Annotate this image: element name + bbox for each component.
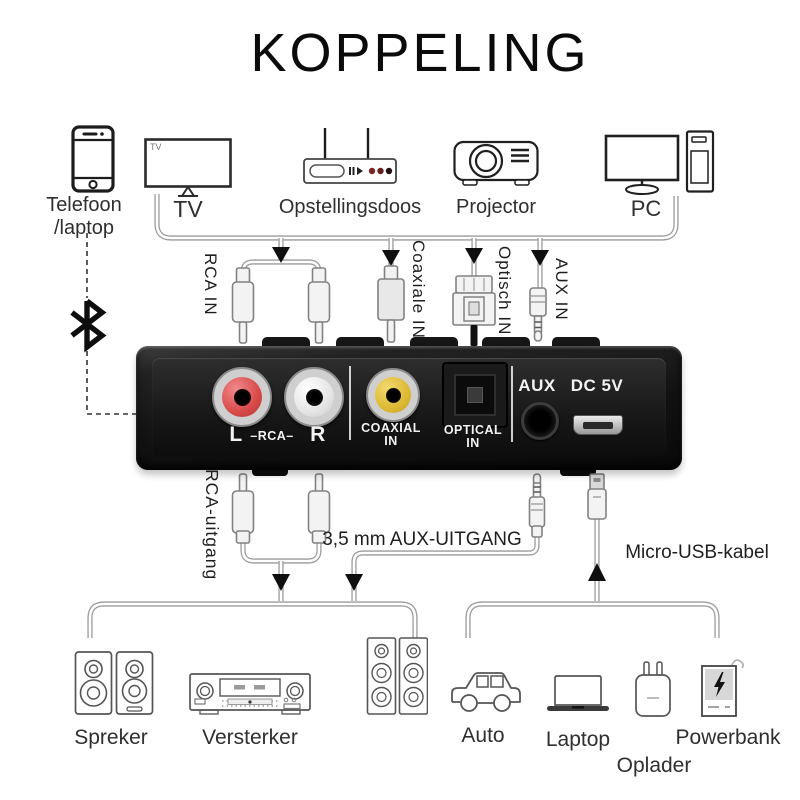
- down-arrow-icon: [272, 247, 290, 263]
- bluetooth-link: [70, 233, 137, 415]
- amplifier-icon: [188, 666, 312, 721]
- aux-input-cable: [529, 238, 549, 342]
- aux-port-text: AUX: [518, 376, 556, 395]
- speakers-label: Spreker: [74, 726, 148, 749]
- rca-left-text: L: [229, 423, 243, 446]
- tv-screen-text: TV: [150, 142, 162, 152]
- tower-speakers-icon: [366, 636, 429, 721]
- optical-port: [442, 362, 508, 428]
- coaxial-input-cable: [377, 238, 405, 343]
- down-arrow-icon: [531, 250, 549, 266]
- rca-center-text: –RCA–: [250, 429, 294, 443]
- amplifier-label: Versterker: [202, 726, 298, 749]
- rca-right-text: R: [310, 423, 326, 446]
- rca-input-cable: [231, 238, 331, 344]
- panel-divider: [349, 366, 351, 440]
- pc-label: PC: [630, 196, 662, 221]
- aux-out-label: 3,5 mm AUX-UITGANG: [322, 529, 522, 550]
- projector-icon: [453, 136, 539, 195]
- optical-input-cable: [452, 238, 496, 346]
- left-output-bracket: [87, 601, 418, 638]
- right-output-bracket: [465, 601, 720, 638]
- laptop-label: Laptop: [545, 728, 611, 751]
- projector-label: Projector: [455, 196, 537, 218]
- powerbank-label: Powerbank: [675, 726, 781, 749]
- receiver-foot: [560, 468, 596, 476]
- coaxial-port: [366, 368, 420, 422]
- settop-box-icon: [302, 126, 398, 191]
- optical-text-line2: IN: [466, 436, 480, 450]
- down-arrow-icon: [272, 574, 290, 591]
- phone-label-line1: Telefoon: [46, 194, 122, 216]
- bluetooth-icon: [70, 298, 107, 353]
- down-arrow-icon: [382, 250, 400, 266]
- coaxial-port-text: COAXIAL IN: [351, 422, 431, 448]
- coaxial-text-line2: IN: [384, 434, 398, 448]
- receiver-device: L –RCA– R COAXIAL IN OPTICAL IN AUX DC 5…: [136, 346, 682, 470]
- pc-icon: [604, 130, 716, 203]
- up-arrow-icon: [588, 563, 606, 581]
- down-arrow-icon: [345, 574, 363, 591]
- rca-left-port: [212, 367, 272, 427]
- tv-label: TV: [173, 196, 203, 222]
- phone-label-line2: /laptop: [53, 217, 115, 239]
- speakers-icon: [74, 650, 154, 721]
- power-port-text: DC 5V: [570, 376, 624, 395]
- aux-in-label: AUX IN: [552, 258, 571, 321]
- optical-in-label: Optisch IN: [495, 246, 514, 336]
- rca-out-label: RCA-uitgang: [202, 469, 222, 581]
- coaxial-in-label: Coaxiale IN: [409, 240, 428, 339]
- tv-icon: TV: [144, 138, 232, 205]
- aux-output-cable: [345, 473, 546, 601]
- usb-power-cable: [587, 473, 607, 601]
- coaxial-text-line1: COAXIAL: [361, 421, 421, 435]
- receiver-foot: [252, 468, 288, 476]
- phone-icon: [70, 124, 118, 199]
- rca-output-cable: [231, 473, 331, 601]
- rca-right-port: [284, 367, 344, 427]
- car-icon: [448, 666, 524, 721]
- powerbank-icon: [698, 658, 750, 723]
- panel-divider: [511, 366, 513, 442]
- down-arrow-icon: [465, 248, 483, 264]
- optical-port-text: OPTICAL IN: [433, 424, 513, 450]
- phone-label: Telefoon /laptop: [14, 194, 154, 240]
- car-label: Auto: [461, 724, 505, 747]
- aux-port: [521, 402, 559, 440]
- usb-cable-label: Micro-USB-kabel: [625, 542, 769, 563]
- optical-text-line1: OPTICAL: [443, 423, 503, 437]
- top-bracket-cable: [154, 194, 679, 241]
- charger-icon: [632, 660, 674, 723]
- charger-label: Oplader: [616, 754, 692, 777]
- micro-usb-port: [573, 415, 623, 435]
- laptop-icon: [545, 674, 611, 721]
- page-title: KOPPELING: [250, 23, 590, 83]
- settop-box-label: Opstellingsdoos: [278, 196, 422, 218]
- rca-in-label: RCA IN: [201, 253, 220, 316]
